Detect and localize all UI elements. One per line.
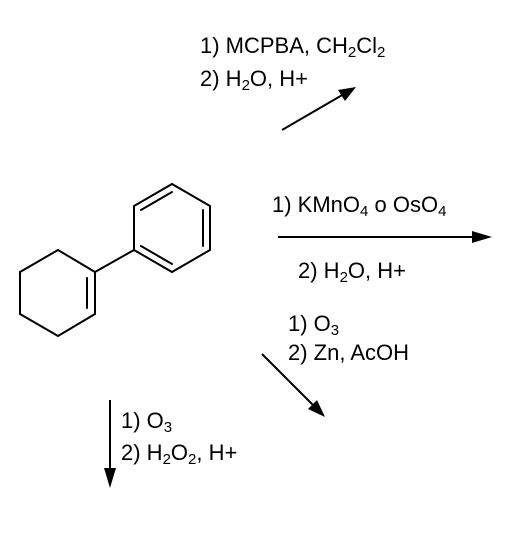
arrow-ozonolysis-reductive — [261, 353, 325, 417]
arrow-ozonolysis-oxidative — [104, 400, 116, 488]
reagent-ozone-oxidative-step1: 1) O3 — [121, 408, 173, 436]
reagent-mcpba-step1: 1) MCPBA, CH2Cl2 — [200, 33, 386, 61]
reagent-permanganate-step1: 1) KMnO4 o OsO4 — [272, 192, 447, 220]
benzene-ring — [133, 183, 211, 273]
substrate-molecule — [19, 183, 211, 337]
aryl-bond — [94, 249, 135, 273]
reagent-ozone-oxidative-step2: 2) H2O2, H+ — [121, 440, 238, 468]
reagent-mcpba-step2: 2) H2O, H+ — [200, 66, 308, 94]
reagent-ozone-reductive-step2: 2) Zn, AcOH — [288, 340, 410, 365]
cyclohexene-ring — [19, 249, 96, 337]
arrow-epoxidation — [281, 87, 356, 131]
arrow-dihydroxylation — [278, 231, 492, 243]
reagent-permanganate-step2: 2) H2O, H+ — [298, 258, 406, 286]
reagent-ozone-reductive-step1: 1) O3 — [288, 311, 340, 339]
